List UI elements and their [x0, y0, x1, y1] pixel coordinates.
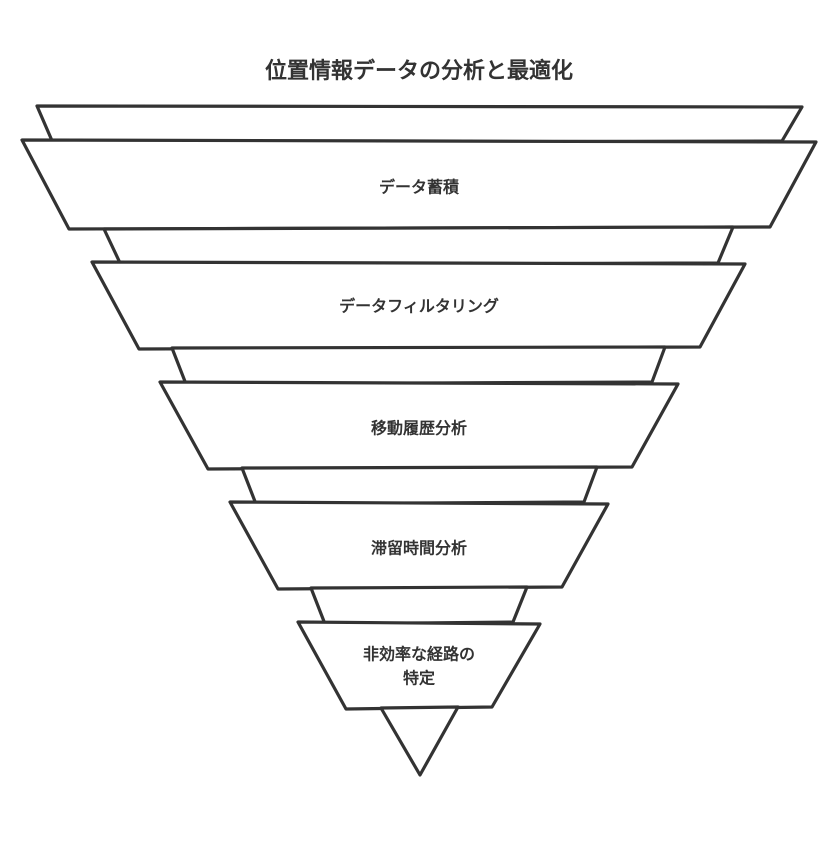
funnel-level-1-back-band	[35, 104, 804, 145]
funnel-level-5-front	[296, 620, 542, 711]
funnel-level-5-label-line-1: 非効率な経路の	[363, 645, 475, 664]
funnel-level-5-back-band	[309, 585, 529, 626]
funnel-level-2-label: データフィルタリング	[339, 297, 499, 316]
funnel-level-2-front	[90, 260, 747, 351]
funnel-level-2-back-band	[102, 225, 735, 267]
funnel-level-3-back-band	[170, 345, 667, 386]
funnel-level-4-back-band	[240, 465, 599, 506]
funnel-level-1-label: データ蓄積	[379, 178, 460, 197]
funnel-level-4-label: 滞留時間分析	[371, 539, 467, 558]
diagram-title: 位置情報データの分析と最適化	[265, 58, 573, 84]
funnel-level-1-front	[20, 138, 818, 231]
funnel-level-3-label: 移動履歴分析	[371, 419, 467, 438]
funnel-level-4-front	[228, 500, 610, 591]
funnel-level-5-label-line-2: 特定	[403, 669, 435, 688]
funnel-level-3-front	[158, 380, 680, 471]
funnel-tip	[379, 705, 460, 777]
